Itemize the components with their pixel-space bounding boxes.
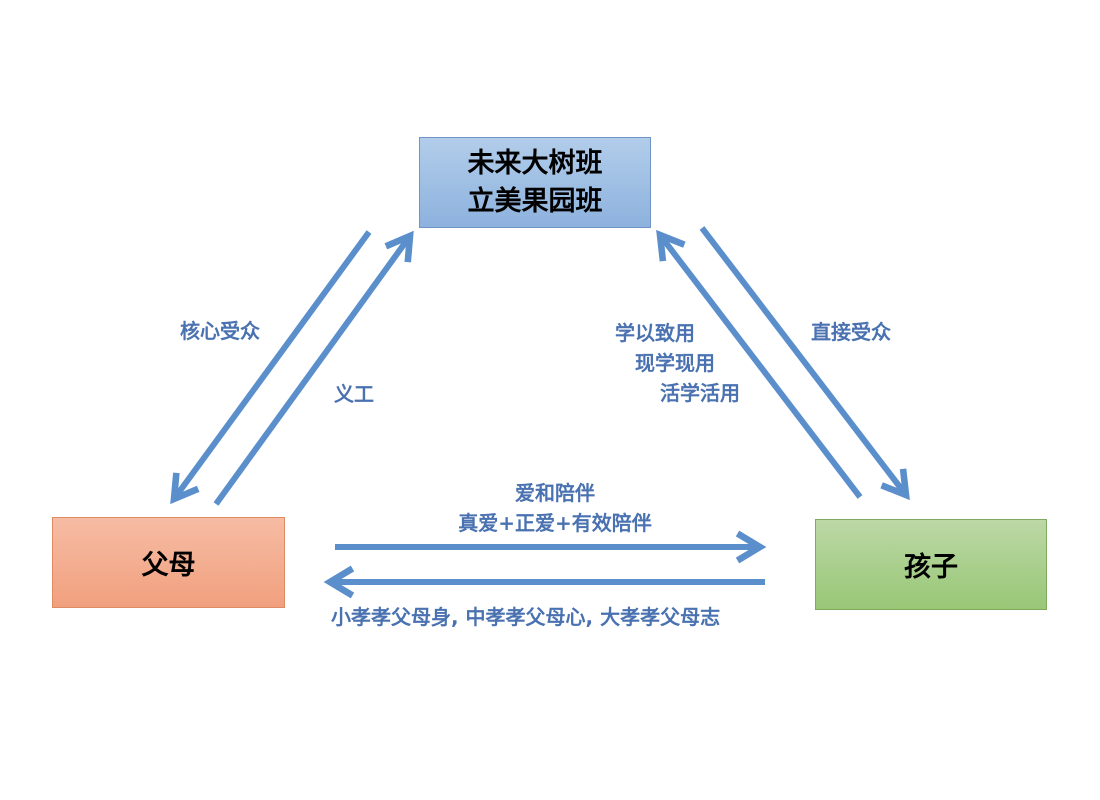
- arrow-top-to-child: [699, 226, 910, 501]
- label-volunteer: 义工: [334, 382, 374, 406]
- node-parents: 父母: [52, 517, 285, 608]
- arrow-child-to-top: [656, 229, 863, 499]
- arrow-parents-to-top: [213, 230, 414, 506]
- node-class-programs: 未来大树班 立美果园班: [419, 137, 651, 228]
- node-top-line1: 未来大树班: [467, 147, 603, 179]
- node-top-line2: 立美果园班: [467, 185, 603, 217]
- node-parents-label: 父母: [141, 550, 196, 581]
- label-apply-line2: 现学现用: [635, 351, 715, 375]
- label-apply-line3: 活学活用: [660, 381, 740, 405]
- label-love-line2: 真爱+正爱+有效陪伴: [458, 511, 652, 535]
- label-apply-learning: 学以致用 现学现用 活学活用: [590, 318, 760, 408]
- node-child-label: 孩子: [904, 552, 958, 583]
- label-direct-audience: 直接受众: [811, 320, 891, 344]
- node-child: 孩子: [815, 519, 1047, 610]
- label-love-companionship: 爱和陪伴 真爱+正爱+有效陪伴: [420, 478, 690, 538]
- label-core-audience: 核心受众: [180, 319, 260, 343]
- label-apply-line1: 学以致用: [615, 321, 695, 345]
- label-filial-piety: 小孝孝父母身, 中孝孝父母心, 大孝孝父母志: [331, 605, 721, 629]
- label-love-line1: 爱和陪伴: [515, 481, 595, 505]
- arrow-top-to-parents: [170, 230, 372, 505]
